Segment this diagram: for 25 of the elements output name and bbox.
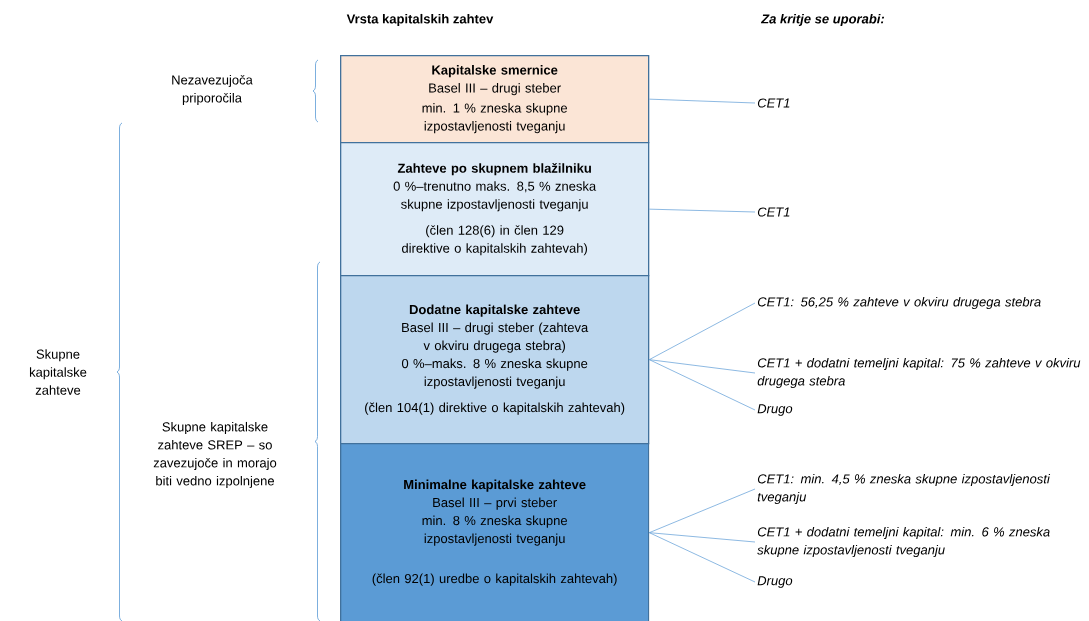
funding-text: Drugo (757, 576, 793, 588)
funding-text: CET1: 56,25 % zahteve v okviru drugega stebra (757, 296, 1041, 310)
column-heading: Vrsta kapitalskih zahtev (346, 13, 494, 27)
connector-line (648, 208, 756, 213)
funding-text: CET1 + dodatni temeljni kapital: min. 6 % zneska skupne izpostavljenosti tveganju (757, 526, 1050, 558)
brace-label: Skupne kapitalske zahteve SREP – so zavezujoče in morajo biti vedno izpolnjene (153, 421, 277, 489)
brace-label: Nezavezujoča priporočila (172, 74, 253, 106)
requirement-box: Kapitalske smernice Basel III – drugi steber min. 1 % zneska skupne izpostavljenosti tveganju (340, 55, 650, 144)
brace-label: Skupne kapitalske zahteve (29, 349, 87, 395)
funding-text: CET1 (757, 98, 790, 108)
requirement-box: Minimalne kapitalske zahteve Basel III – prvi steber min. 8 % zneska skupne izpostavljenosti tveganju (člen 92(1) uredbe o kapitalskih zahtevah) (340, 443, 650, 621)
connector-line (648, 488, 756, 533)
connector-line (648, 532, 756, 543)
connector-line (648, 359, 756, 411)
connector-line (648, 532, 756, 583)
funding-text: Drugo (757, 404, 793, 416)
funding-text: CET1 + dodatni temeljni kapital: 75 % zahteve v okviru drugega stebra (757, 357, 1081, 389)
funding-text: CET1 (757, 207, 790, 217)
connector-line (648, 302, 756, 360)
connector-line (648, 98, 756, 104)
requirement-box: Dodatne kapitalske zahteve Basel III – drugi steber (zahteva v okviru drugega stebra) 0 %–maks. 8 % zneska skupne izpostavljenosti tveganju (člen 104(1) direktive o kapitalskih zahtevah) (340, 275, 650, 445)
column-heading: Za kritje se uporabi: (760, 13, 885, 27)
requirement-box: Zahteve po skupnem blažilniku 0 %–trenutno maks. 8,5 % zneska skupne izpostavljenosti tveganju (člen 128(6) in člen 129 direktive o kapitalskih zahtevah) (340, 142, 650, 277)
connector-line (648, 359, 756, 374)
funding-text: CET1: min. 4,5 % zneska skupne izpostavljenosti tveganju (757, 473, 1051, 505)
